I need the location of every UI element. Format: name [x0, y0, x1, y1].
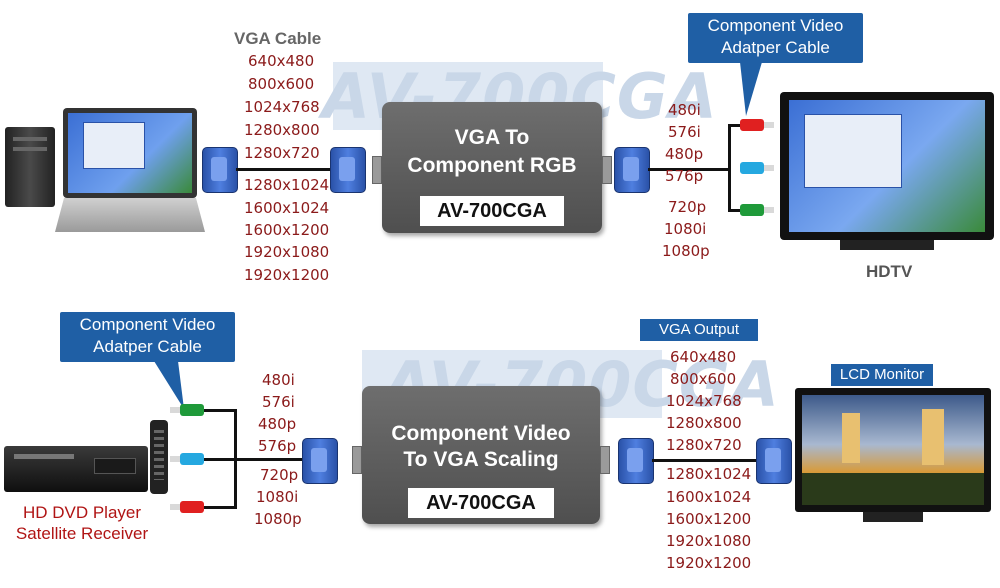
- box-port: [600, 446, 610, 474]
- component-cable-line: [204, 409, 236, 412]
- vga-cable-line: [236, 168, 332, 171]
- resolution: 1280x720: [666, 436, 742, 454]
- callout-line1: Component Video: [707, 16, 844, 35]
- vga-connector-icon: [202, 147, 238, 193]
- rca-connector-icon: [740, 204, 764, 216]
- source-label: HD DVD Player Satellite Receiver: [2, 502, 162, 544]
- resolution: 1920x1200: [244, 266, 330, 284]
- resolution: 480i: [262, 371, 295, 389]
- resolution: 1600x1024: [666, 488, 752, 506]
- component-cable-callout-bottom: Component Video Adatper Cable: [60, 312, 235, 362]
- resolution: 1080i: [256, 488, 299, 506]
- callout-line2: Adatper Cable: [721, 38, 830, 57]
- resolution: 1920x1200: [666, 554, 752, 572]
- resolution: 1280x800: [666, 414, 742, 432]
- resolution: 1280x800: [244, 121, 320, 139]
- component-cable-callout-top: Component Video Adatper Cable: [688, 13, 863, 63]
- box-title-line2: To VGA Scaling: [403, 448, 559, 471]
- source-line1: HD DVD Player: [22, 503, 142, 522]
- vga-cable-line: [652, 459, 760, 462]
- resolution: 1080p: [254, 510, 302, 528]
- resolution: 800x600: [670, 370, 737, 388]
- box-port: [352, 446, 362, 474]
- resolution: 576i: [668, 123, 701, 141]
- vga-connector-icon: [302, 438, 338, 484]
- vga-output-label: VGA Output: [640, 319, 758, 341]
- resolution: 1280x1024: [666, 465, 752, 483]
- resolution: 720p: [260, 466, 299, 484]
- rca-tip: [170, 407, 180, 413]
- vga-connector-icon: [756, 438, 792, 484]
- rca-connector-icon: [180, 404, 204, 416]
- resolution: 720p: [668, 198, 707, 216]
- callout-line1: Component Video: [79, 315, 216, 334]
- rca-connector-icon: [180, 501, 204, 513]
- component-cable-line: [728, 124, 731, 212]
- resolution: 1024x768: [666, 392, 742, 410]
- callout-line2: Adatper Cable: [93, 337, 202, 356]
- resolution: 1600x1024: [244, 199, 330, 217]
- resolution: 1600x1200: [666, 510, 752, 528]
- pc-tower-icon: [5, 127, 55, 207]
- resolution: 640x480: [248, 52, 315, 70]
- rca-tip: [764, 122, 774, 128]
- resolution: 1280x1024: [244, 176, 330, 194]
- resolution: 1024x768: [244, 98, 320, 116]
- component-cable-line: [728, 124, 742, 127]
- resolution: 576i: [262, 393, 295, 411]
- remote-icon: [150, 420, 168, 494]
- vga-cable-label: VGA Cable: [234, 29, 322, 48]
- resolution: 1600x1200: [244, 221, 330, 239]
- lcd-monitor-icon: [795, 388, 991, 526]
- lcd-monitor-label: LCD Monitor: [831, 364, 933, 386]
- hdtv-icon: [780, 92, 994, 254]
- resolution: 640x480: [670, 348, 737, 366]
- resolution: 1280x720: [244, 144, 320, 162]
- box-port: [372, 156, 382, 184]
- box-title-line1: VGA To: [454, 126, 530, 149]
- component-cable-line: [648, 168, 730, 171]
- resolution: 480p: [258, 415, 297, 433]
- component-cable-line: [204, 458, 304, 461]
- vga-connector-icon: [618, 438, 654, 484]
- box-title-line1: Component Video: [391, 422, 571, 445]
- converter-box-top: VGA To Component RGB AV-700CGA: [382, 102, 602, 233]
- box-title-line2: Component RGB: [407, 154, 577, 177]
- dvd-player-icon: [4, 446, 148, 492]
- resolution: 1080i: [664, 220, 707, 238]
- resolution: 1920x1080: [244, 243, 330, 261]
- vga-connector-icon: [330, 147, 366, 193]
- component-cable-line: [728, 209, 742, 212]
- box-port: [602, 156, 612, 184]
- resolution: 1080p: [662, 242, 710, 260]
- model-label: AV-700CGA: [420, 196, 564, 226]
- hdtv-label: HDTV: [866, 262, 913, 281]
- laptop-icon: [55, 108, 205, 236]
- vga-connector-icon: [614, 147, 650, 193]
- resolution: 800x600: [248, 75, 315, 93]
- rca-tip: [764, 207, 774, 213]
- component-cable-line: [204, 506, 236, 509]
- resolution: 480p: [665, 145, 704, 163]
- model-label: AV-700CGA: [408, 488, 554, 518]
- resolution: 576p: [258, 437, 297, 455]
- rca-tip: [764, 165, 774, 171]
- callout-pointer: [740, 62, 762, 116]
- resolution: 576p: [665, 167, 704, 185]
- resolution: 480i: [668, 101, 701, 119]
- source-line2: Satellite Receiver: [15, 524, 149, 543]
- rca-tip: [170, 456, 180, 462]
- resolution: 1920x1080: [666, 532, 752, 550]
- callout-pointer: [154, 361, 184, 409]
- converter-box-bottom: Component Video To VGA Scaling AV-700CGA: [362, 386, 600, 524]
- rca-connector-icon: [180, 453, 204, 465]
- rca-connector-icon: [740, 162, 764, 174]
- rca-connector-icon: [740, 119, 764, 131]
- rca-tip: [170, 504, 180, 510]
